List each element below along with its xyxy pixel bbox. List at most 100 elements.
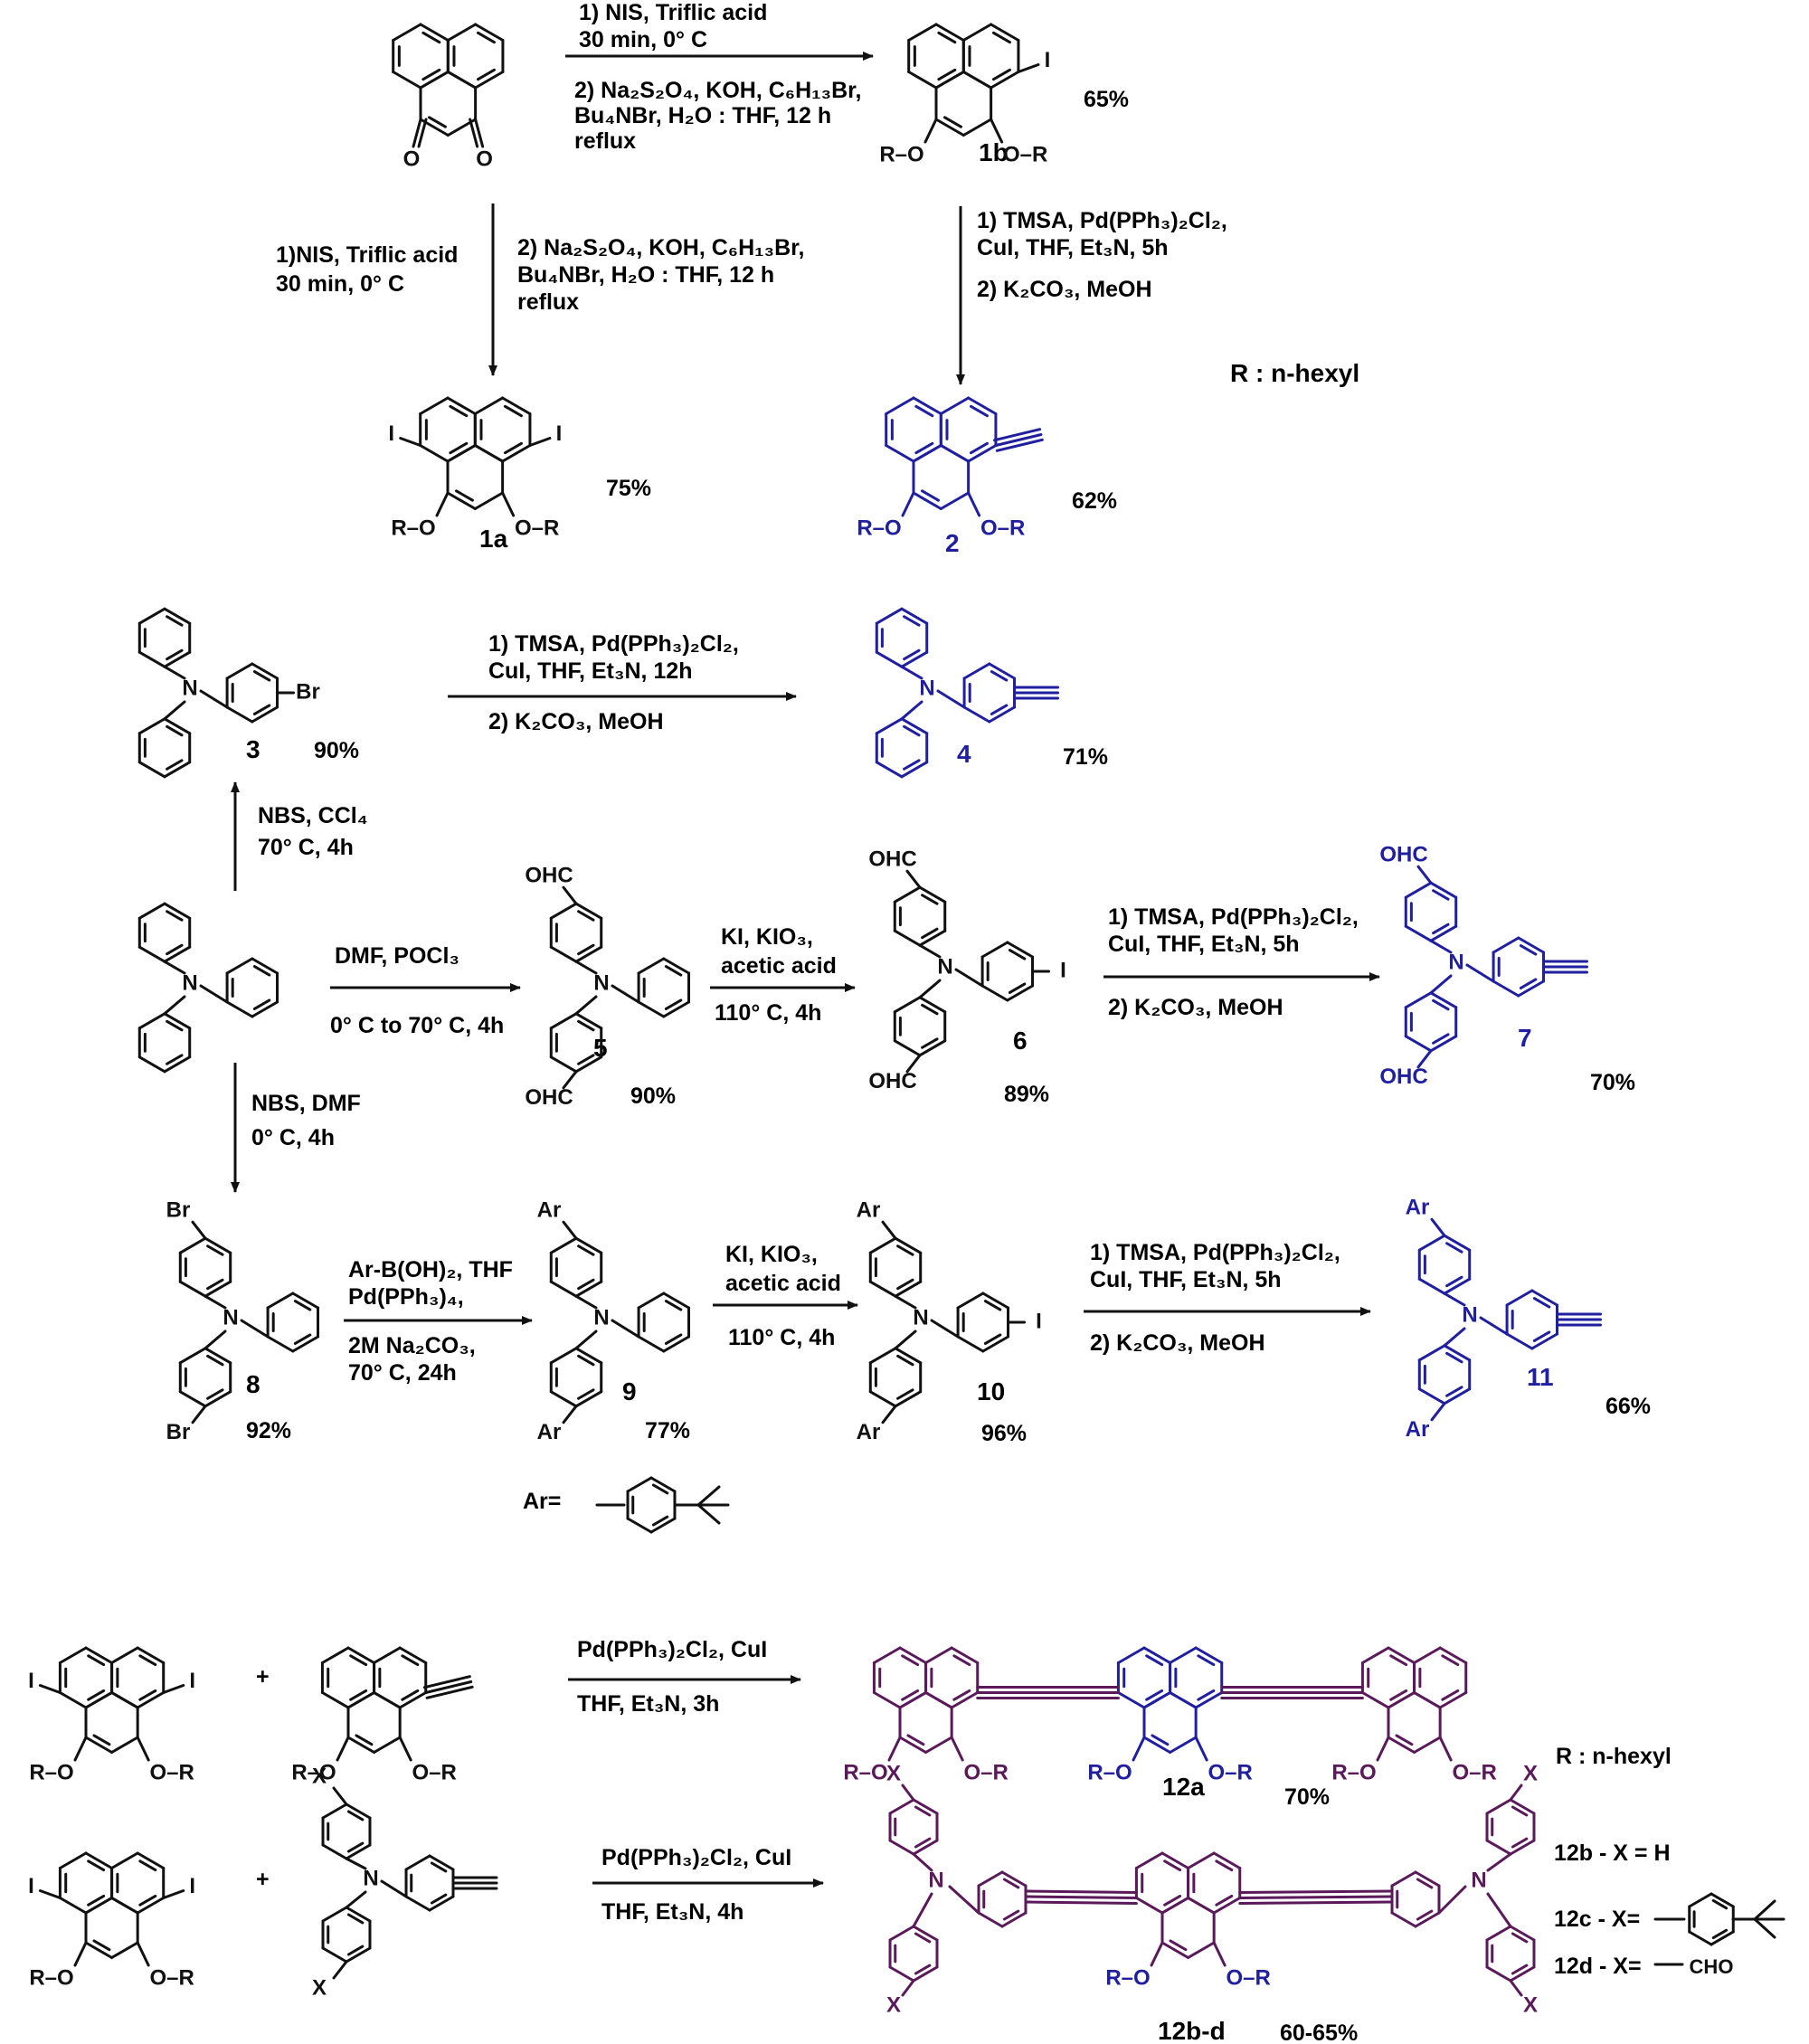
alkoxy-label-right: O–R xyxy=(1452,1760,1496,1784)
bond xyxy=(894,1294,917,1310)
bond xyxy=(137,761,166,779)
bond xyxy=(977,1870,1004,1888)
bond xyxy=(875,717,904,735)
bond xyxy=(166,1054,184,1065)
bond xyxy=(956,1335,985,1353)
bond xyxy=(1404,881,1433,899)
bond xyxy=(1429,924,1458,942)
bond xyxy=(967,491,981,517)
aldehyde-label: CHO xyxy=(1690,1955,1734,1978)
bond xyxy=(1215,1894,1234,1907)
nitrogen-label: N xyxy=(1462,1302,1477,1327)
bond xyxy=(137,902,166,920)
bond xyxy=(1390,1911,1417,1928)
bond xyxy=(421,31,441,44)
bond xyxy=(473,396,505,415)
bond xyxy=(1026,1900,1138,1905)
bond xyxy=(1438,1691,1468,1709)
compound-1b-label: 1b xyxy=(979,138,1009,166)
bond xyxy=(137,1012,166,1030)
bond xyxy=(664,1300,683,1311)
bond xyxy=(252,704,271,715)
bond xyxy=(900,665,923,680)
bond xyxy=(1387,1691,1416,1709)
bond xyxy=(900,761,929,779)
cond-step1-line5: reflux xyxy=(574,128,636,154)
bond xyxy=(503,404,523,418)
bond xyxy=(204,1294,227,1310)
alkoxy-label-left: R–O xyxy=(391,516,435,540)
bond xyxy=(419,444,450,463)
cond-step10-line1: Ar-B(OH)₂, THF xyxy=(348,1257,513,1282)
bond xyxy=(894,1280,923,1298)
bond xyxy=(905,869,922,889)
bond xyxy=(1509,1965,1536,1982)
bond xyxy=(921,1037,939,1049)
bond xyxy=(912,1839,939,1856)
cond-step7-line2: acetic acid xyxy=(721,953,837,979)
cond-step6-line1: DMF, POCl₃ xyxy=(335,943,459,969)
bond xyxy=(1417,1387,1446,1405)
bond xyxy=(73,1736,88,1762)
bond xyxy=(991,68,1011,81)
bond xyxy=(1134,1897,1164,1915)
bond xyxy=(1441,1689,1460,1701)
bond xyxy=(1160,1851,1190,1869)
bond xyxy=(1438,1736,1453,1762)
bond xyxy=(696,1485,721,1507)
bond xyxy=(1169,1691,1198,1709)
alkoxy-label-left: R–O xyxy=(29,1760,73,1784)
bond xyxy=(651,1483,669,1495)
bond xyxy=(943,116,962,128)
bond xyxy=(939,444,971,463)
substituent-label: Br xyxy=(166,1420,191,1444)
bond xyxy=(1002,1909,1020,1921)
bond xyxy=(1485,1925,1512,1942)
bond xyxy=(900,717,929,735)
bond xyxy=(449,441,469,455)
bond xyxy=(422,1675,471,1689)
bond xyxy=(1443,1327,1466,1348)
cond-step12-line3: 2) K₂CO₃, MeOH xyxy=(1090,1330,1265,1356)
substituent-label: Ar xyxy=(537,1198,562,1223)
bond xyxy=(252,965,271,977)
bond xyxy=(872,1691,902,1709)
bond xyxy=(225,662,254,680)
bond xyxy=(1443,1234,1472,1252)
bond xyxy=(1430,1217,1446,1237)
bond xyxy=(562,1220,578,1240)
substituent-label: OHC xyxy=(525,1085,573,1110)
bond xyxy=(893,929,922,947)
bond xyxy=(888,1925,915,1942)
bond xyxy=(918,885,947,904)
bond xyxy=(178,1236,207,1254)
bond xyxy=(1134,1851,1164,1869)
bond xyxy=(888,1965,915,1982)
alkoxy-label-left: R–O xyxy=(1087,1760,1132,1784)
cond-step1-line3: 2) Na₂S₂O₄, KOH, C₆H₁₃Br, xyxy=(574,78,861,103)
bond xyxy=(332,1786,348,1806)
bond xyxy=(178,1347,207,1365)
substituent-label: X xyxy=(1523,1761,1538,1785)
bond xyxy=(990,118,1004,144)
substituent-label: Br xyxy=(166,1198,191,1223)
bond xyxy=(419,396,450,415)
bond xyxy=(1710,1930,1735,1946)
substituent-label: Ar xyxy=(1406,1417,1430,1442)
bond xyxy=(1688,1930,1713,1946)
bond xyxy=(574,1390,603,1408)
substituent-label: X xyxy=(312,1975,327,2000)
bond xyxy=(896,1244,914,1256)
nitrogen-label: N xyxy=(182,970,197,995)
alkoxy-label-left: R–O xyxy=(1331,1760,1376,1784)
cond-step8-line2: CuI, THF, Et₃N, 5h xyxy=(1108,932,1300,957)
bond xyxy=(918,996,947,1014)
cond-step7-line3: 110° C, 4h xyxy=(715,1000,821,1026)
bond xyxy=(1212,1941,1227,1967)
cond-step13-line1: Pd(PPh₃)₂Cl₂, CuI xyxy=(577,1637,767,1662)
bond xyxy=(321,1946,348,1964)
nitrogen-label: N xyxy=(937,954,952,979)
compound-12a-right-unit: R–O O–R xyxy=(1331,1646,1497,1784)
bond xyxy=(166,943,184,956)
